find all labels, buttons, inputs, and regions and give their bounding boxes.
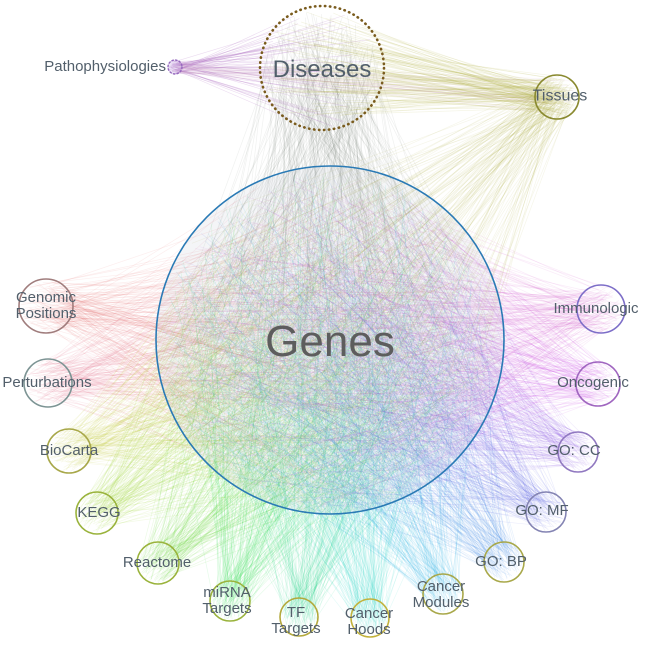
oncogenic-node[interactable] xyxy=(575,361,621,407)
genomic_positions-label: Genomic Positions xyxy=(15,288,77,322)
genomic_positions-node[interactable] xyxy=(18,278,74,334)
tf_targets-label: TF Targets xyxy=(271,603,321,637)
edge-layer xyxy=(20,11,624,635)
cancer_hoods-node[interactable] xyxy=(350,598,390,638)
genes-label: Genes xyxy=(265,317,395,367)
reactome-node[interactable] xyxy=(136,541,180,585)
biocarta-node[interactable] xyxy=(46,428,92,474)
cancer_modules-node[interactable] xyxy=(422,573,464,615)
immunologic-label: Immunologic xyxy=(553,299,639,317)
perturbations-label: Perturbations xyxy=(2,373,92,391)
edge-bundle-pathophysiologies-diseases xyxy=(168,14,378,127)
reactome-label: Reactome xyxy=(122,553,192,571)
edge-bundle-biocarta-genes xyxy=(48,179,493,502)
mirna_targets-node[interactable] xyxy=(209,580,251,622)
cancer_hoods-label: Cancer Hoods xyxy=(344,604,394,638)
pathophysiologies-node[interactable] xyxy=(167,59,183,75)
tissues-label: Tissues xyxy=(532,87,588,105)
edge-bundle-go_bp-genes xyxy=(178,178,523,582)
pathophysiologies-label: Pathophysiologies xyxy=(44,57,166,75)
go_mf-node[interactable] xyxy=(525,491,567,533)
diseases-node[interactable] xyxy=(258,4,386,132)
go_cc-label: GO: CC xyxy=(547,441,601,459)
tissues-node[interactable] xyxy=(534,74,580,120)
edge-bundle-pathophysiologies-tissues xyxy=(170,61,578,114)
oncogenic-label: Oncogenic xyxy=(557,373,629,391)
go_mf-label: GO: MF xyxy=(515,501,569,519)
cancer_modules-label: Cancer Modules xyxy=(412,577,470,611)
go_bp-node[interactable] xyxy=(483,541,525,583)
edge-bundle-go_mf-genes xyxy=(174,179,564,532)
mirna_targets-label: miRNA Targets xyxy=(202,583,252,617)
perturbations-node[interactable] xyxy=(23,358,73,408)
edge-bundle-reactome-genes xyxy=(138,172,498,584)
diseases-label: Diseases xyxy=(272,56,372,84)
edge-bundle-immunologic-genes xyxy=(161,177,624,507)
edge-bundle-oncogenic-genes xyxy=(165,181,619,507)
edge-bundle-perturbations-genes xyxy=(25,191,490,505)
edge-bundle-cancer_modules-genes xyxy=(162,173,482,612)
node-layer xyxy=(18,4,626,638)
edge-bundle-mirna_targets-genes xyxy=(170,182,496,620)
edge-bundle-kegg-genes xyxy=(77,181,487,533)
kegg-label: KEGG xyxy=(77,503,121,521)
go_bp-label: GO: BP xyxy=(475,552,527,570)
edge-bundle-tf_targets-genes xyxy=(166,175,494,635)
tf_targets-node[interactable] xyxy=(279,597,319,637)
immunologic-node[interactable] xyxy=(576,284,626,334)
edge-bundle-tissues-genes xyxy=(164,77,578,501)
edge-bundle-go_cc-genes xyxy=(169,179,597,503)
edge-bundle-genomic_positions-genes xyxy=(20,179,487,503)
go_cc-node[interactable] xyxy=(557,431,599,473)
edge-bundle-tissues-diseases xyxy=(264,11,577,117)
kegg-node[interactable] xyxy=(75,491,119,535)
biocarta-label: BioCarta xyxy=(39,441,99,459)
genes-node[interactable] xyxy=(155,165,505,515)
